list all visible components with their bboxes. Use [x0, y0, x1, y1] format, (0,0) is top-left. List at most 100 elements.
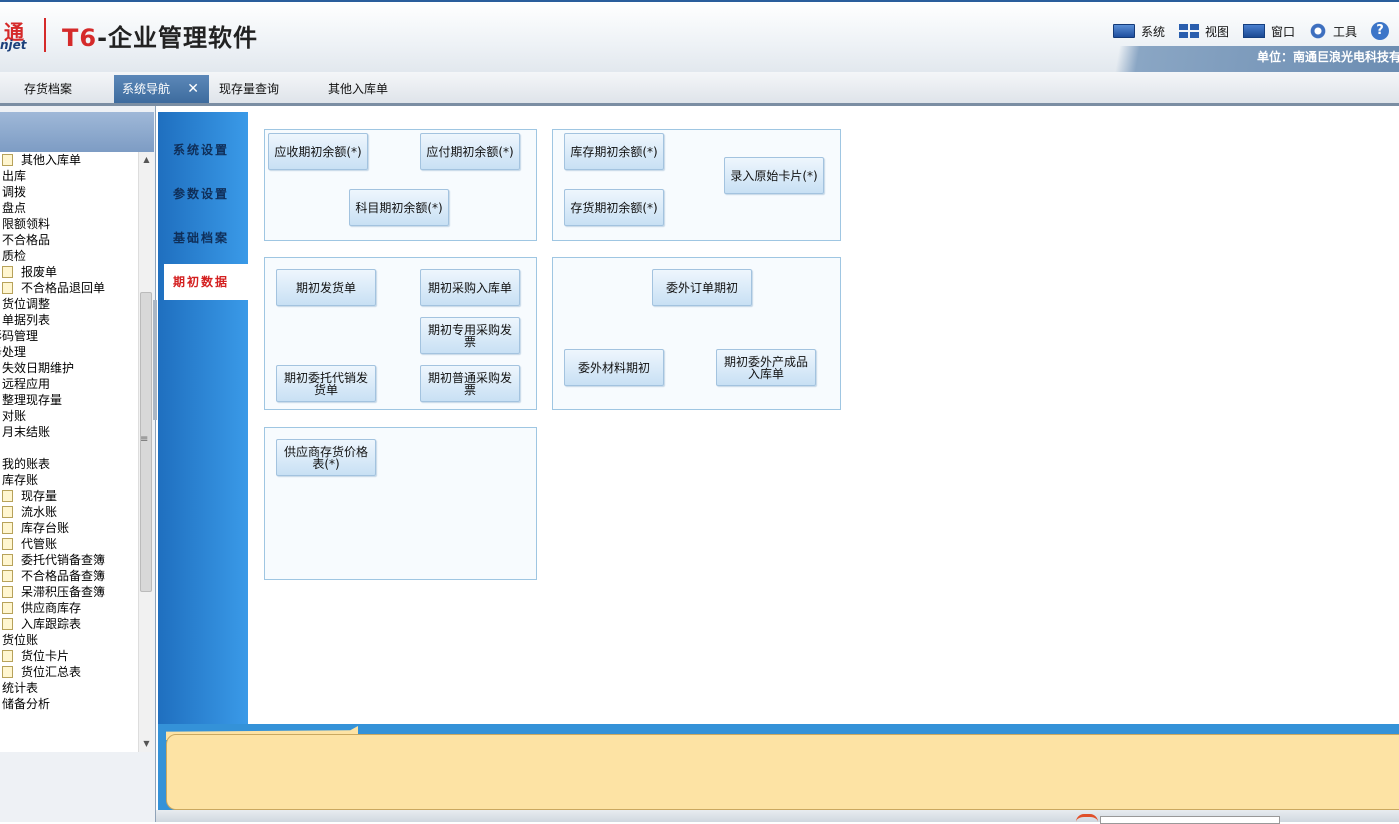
tree-node[interactable]: 出库 — [2, 168, 26, 184]
inventory-opening-balance-button[interactable]: 存货期初余额(*) — [564, 189, 664, 226]
tree-leaf-item[interactable]: 库存台账 — [2, 520, 69, 536]
opening-normal-invoice-button[interactable]: 期初普通采购发票 — [420, 365, 520, 402]
document-icon — [2, 538, 13, 550]
status-input[interactable] — [1100, 816, 1280, 824]
nav-parameter-settings[interactable]: 参数设置 — [164, 176, 248, 212]
panel-splitter[interactable] — [153, 300, 157, 420]
tab-inventory-file[interactable]: 存货档案 — [24, 75, 112, 103]
opening-special-invoice-button[interactable]: 期初专用采购发票 — [420, 317, 520, 354]
document-icon — [2, 602, 13, 614]
tree-leaf-item[interactable]: 委托代销备查簿 — [2, 552, 105, 568]
document-icon — [2, 154, 13, 166]
outsource-order-opening-button[interactable]: 委外订单期初 — [652, 269, 752, 306]
app-header: 通 njet T6-企业管理软件 系统 视图 窗口 工具 ? 单位：南通巨浪光电… — [0, 0, 1399, 72]
message-area — [158, 724, 1399, 810]
scroll-up-icon[interactable]: ▲ — [139, 152, 154, 168]
tree-leaf-item[interactable]: 呆滞积压备查簿 — [2, 584, 105, 600]
nav-opening-data[interactable]: 期初数据 — [164, 264, 248, 300]
tree-node[interactable]: 务处理 — [0, 344, 26, 360]
tree-leaf-item[interactable]: 货位卡片 — [2, 648, 69, 664]
nav-label: 参数设置 — [173, 187, 229, 201]
tree-item-label: 现存量 — [21, 489, 57, 503]
tree-node[interactable]: 货位调整 — [2, 296, 50, 312]
nav-system-settings[interactable]: 系统设置 — [164, 132, 248, 168]
tree-leaf-item[interactable]: 供应商库存 — [2, 600, 81, 616]
menu-tools-label: 工具 — [1333, 23, 1357, 40]
outsource-product-receipt-button[interactable]: 期初委外产成品入库单 — [716, 349, 816, 386]
tree-node[interactable]: 盘点 — [2, 200, 26, 216]
tree-node[interactable]: 形码管理 — [0, 328, 38, 344]
account-opening-balance-button[interactable]: 科目期初余额(*) — [349, 189, 449, 226]
tree-node[interactable]: 对账 — [2, 408, 26, 424]
tree-leaf-item[interactable]: 现存量 — [2, 488, 57, 504]
supplier-price-list-button[interactable]: 供应商存货价格表(*) — [276, 439, 376, 476]
tree-node[interactable]: 质检 — [2, 248, 26, 264]
ar-opening-balance-button[interactable]: 应收期初余额(*) — [268, 133, 368, 170]
product-prefix: T6 — [62, 24, 97, 52]
tree-leaf-item[interactable]: 流水账 — [2, 504, 57, 520]
outsource-material-opening-button[interactable]: 委外材料期初 — [564, 349, 664, 386]
tree-item-label: 代管账 — [21, 537, 57, 551]
window-icon — [1243, 24, 1265, 38]
menu-window[interactable]: 窗口 — [1243, 23, 1295, 40]
document-icon — [2, 618, 13, 630]
tree-item-label: 整理现存量 — [2, 393, 62, 407]
opening-consign-delivery-button[interactable]: 期初委托代销发货单 — [276, 365, 376, 402]
document-icon — [2, 282, 13, 294]
tree-node[interactable]: 库存账 — [2, 472, 38, 488]
ap-opening-balance-button[interactable]: 应付期初余额(*) — [420, 133, 520, 170]
opening-delivery-button[interactable]: 期初发货单 — [276, 269, 376, 306]
menu-system[interactable]: 系统 — [1113, 23, 1165, 40]
tree-leaf-item[interactable]: 报废单 — [2, 264, 57, 280]
tree-leaf-item[interactable]: 其他入库单 — [2, 152, 81, 168]
enter-asset-card-button[interactable]: 录入原始卡片(*) — [724, 157, 824, 194]
tab-other-receipt[interactable]: 其他入库单 — [328, 75, 428, 103]
tree-node[interactable]: 调拨 — [2, 184, 26, 200]
tree-leaf-item[interactable]: 不合格品退回单 — [2, 280, 105, 296]
tree-leaf-item[interactable]: 货位汇总表 — [2, 664, 81, 680]
tree-scrollbar[interactable]: ▲ ≡ ▼ — [138, 152, 153, 752]
tree-item-label: 入库跟踪表 — [21, 617, 81, 631]
tree-item-label: 我的账表 — [2, 457, 50, 471]
tree-item-label: 形码管理 — [0, 329, 38, 343]
tab-system-navigation[interactable]: 系统导航 ✕ — [114, 75, 209, 103]
tree-node[interactable]: 限额领料 — [2, 216, 50, 232]
tree-node[interactable]: 月末结账 — [2, 424, 50, 440]
scroll-down-icon[interactable]: ▼ — [139, 736, 154, 752]
nav-basic-archives[interactable]: 基础档案 — [164, 220, 248, 256]
top-menu: 系统 视图 窗口 工具 ? — [1113, 22, 1389, 40]
tree-node[interactable]: 货位账 — [2, 632, 38, 648]
stock-opening-balance-button[interactable]: 库存期初余额(*) — [564, 133, 664, 170]
menu-tools[interactable]: 工具 — [1309, 22, 1357, 40]
tree-node[interactable]: 储备分析 — [2, 696, 50, 712]
function-tree: 其他入库单出库调拨盘点限额领料不合格品质检报废单不合格品退回单货位调整单据列表形… — [0, 152, 138, 752]
tree-node[interactable]: 我的账表 — [2, 456, 50, 472]
tree-leaf-item[interactable]: 代管账 — [2, 536, 57, 552]
navigation-tree-panel: 其他入库单出库调拨盘点限额领料不合格品质检报废单不合格品退回单货位调整单据列表形… — [0, 106, 156, 822]
tree-item-label: 单据列表 — [2, 313, 50, 327]
tree-node[interactable]: 单据列表 — [2, 312, 50, 328]
tree-item-label: 务处理 — [0, 345, 26, 359]
document-icon — [2, 554, 13, 566]
tree-item-label: 报废单 — [21, 265, 57, 279]
tree-header — [0, 112, 154, 152]
tree-item-label: 其他入库单 — [21, 153, 81, 167]
close-icon[interactable]: ✕ — [187, 75, 199, 103]
tab-stock-query[interactable]: 现存量查询 — [219, 75, 319, 103]
tree-item-label: 流水账 — [21, 505, 57, 519]
tree-item-label: 失效日期维护 — [2, 361, 74, 375]
menu-view[interactable]: 视图 — [1179, 23, 1229, 40]
document-icon — [2, 650, 13, 662]
group-finance-opening: 应收期初余额(*) 应付期初余额(*) 科目期初余额(*) — [264, 129, 537, 241]
tree-node[interactable]: 统计表 — [2, 680, 38, 696]
tree-node[interactable]: 整理现存量 — [2, 392, 62, 408]
tree-node[interactable]: 不合格品 — [2, 232, 50, 248]
group-outsourcing-opening: 委外订单期初 委外材料期初 期初委外产成品入库单 — [552, 257, 841, 410]
opening-purchase-receipt-button[interactable]: 期初采购入库单 — [420, 269, 520, 306]
tree-leaf-item[interactable]: 不合格品备查簿 — [2, 568, 105, 584]
tree-leaf-item[interactable]: 入库跟踪表 — [2, 616, 81, 632]
tree-node[interactable]: 失效日期维护 — [2, 360, 74, 376]
tree-item-label: 统计表 — [2, 681, 38, 695]
tree-node[interactable]: 远程应用 — [2, 376, 50, 392]
menu-help[interactable]: ? — [1371, 22, 1389, 40]
